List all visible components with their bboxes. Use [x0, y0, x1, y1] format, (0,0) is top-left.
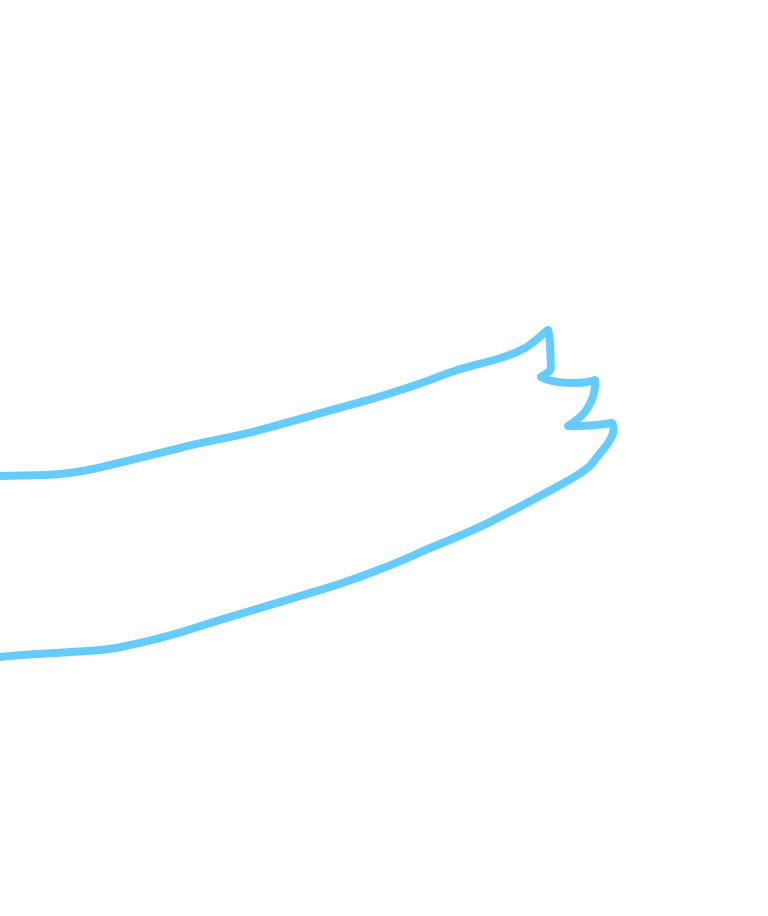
- arm-outline-stroke: [0, 326, 618, 661]
